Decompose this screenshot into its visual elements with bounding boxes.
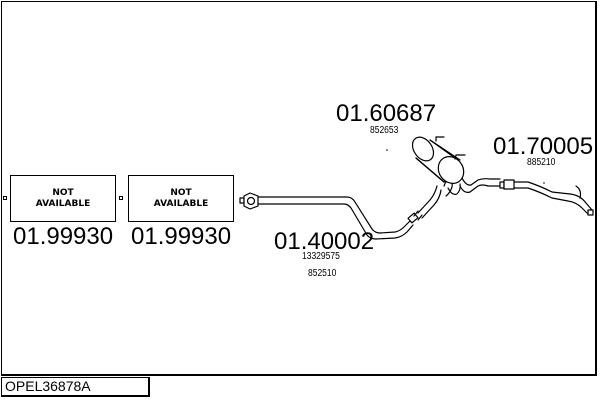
part-3-oem-2: 852510 <box>308 268 337 279</box>
dot-marker <box>543 182 545 184</box>
part-4-oem-1: 852653 <box>370 125 399 136</box>
part-5-number[interactable]: 01.70005 <box>493 133 594 160</box>
part-1-status-line2: AVAILABLE <box>35 198 91 209</box>
diagram-frame <box>1 1 597 376</box>
part-2-status-line1: NOT <box>170 187 192 198</box>
tail-pipe-icon[interactable] <box>499 179 594 216</box>
part-2-number[interactable]: 01.99930 <box>131 223 232 250</box>
part-1-not-available-box[interactable]: NOT AVAILABLE <box>10 175 116 222</box>
part-5-oem-1: 885210 <box>527 157 556 168</box>
part-1-status-line1: NOT <box>52 187 74 198</box>
middle-silencer-icon[interactable] <box>408 133 501 219</box>
part-2-not-available-box[interactable]: NOT AVAILABLE <box>128 175 234 222</box>
part-4-number[interactable]: 01.60687 <box>336 100 437 127</box>
connector-middle <box>119 196 123 200</box>
part-1-number[interactable]: 01.99930 <box>13 223 114 250</box>
part-2-status-line2: AVAILABLE <box>153 198 209 209</box>
front-pipe-icon[interactable] <box>239 192 423 240</box>
part-3-oem-1: 13329575 <box>302 251 340 262</box>
dot-marker <box>386 149 388 151</box>
part-3-number[interactable]: 01.40002 <box>274 228 375 255</box>
connector-left <box>3 196 7 200</box>
reference-code: OPEL36878A <box>1 377 150 397</box>
